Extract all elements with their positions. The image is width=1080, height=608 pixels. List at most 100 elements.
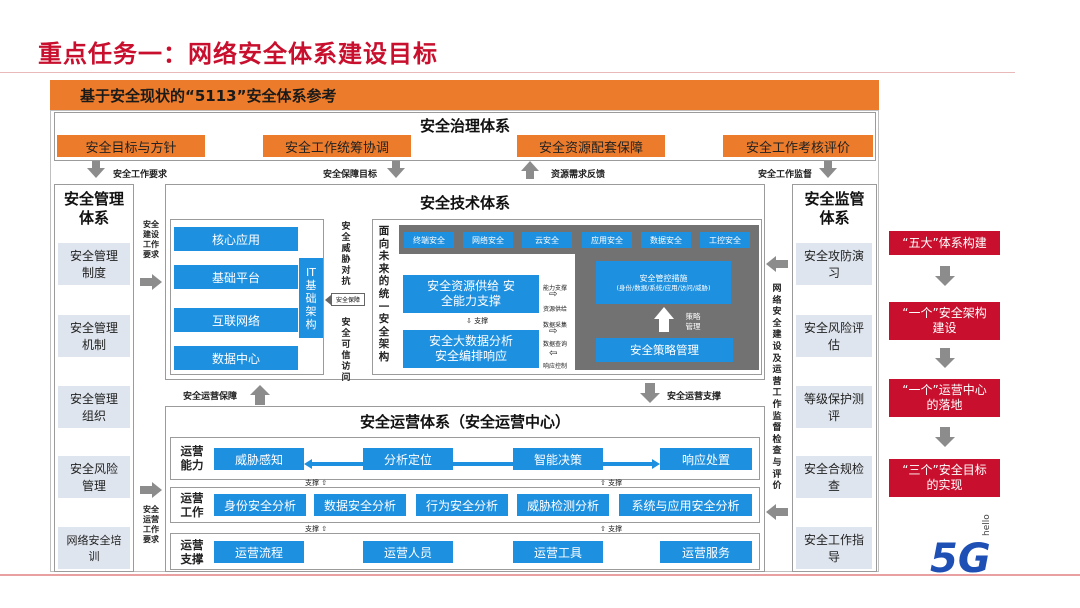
work-4: 威胁检测分析 [517,494,609,516]
work-3: 行为安全分析 [416,494,508,516]
it-item-4: 数据中心 [174,346,298,370]
support-1: 运营流程 [214,541,304,563]
domain-2: 网络安全 [463,232,513,248]
tech-title: 安全技术体系 [419,194,510,212]
arrow-right-icon [140,278,152,286]
arrow-left-icon [776,508,788,516]
governance-title: 安全治理体系 [419,117,510,135]
ops-row1-label: 运营能力 [180,444,204,472]
arrow-up-icon [521,161,539,171]
resource-supply: 安全资源供给 安全能力支撑 [403,275,539,313]
link-ability: 能力支撑 [543,285,568,292]
arrow-stem [645,383,655,393]
trusted-access-label: 安全可信访问 [341,318,351,383]
arrow-left-icon [766,504,776,520]
gov-arrow-label-3: 资源需求反馈 [551,170,606,180]
gov-arrow-label-1: 安全工作要求 [113,170,168,180]
arrow-right-icon: ⇨ [549,289,558,300]
arrow-left-icon: ⇦ [549,348,558,359]
domain-3: 云安全 [522,232,572,248]
goal-2: “一个”安全架构建设 [889,302,1000,340]
supervision-side-label: 网络安全建设及运营工作监督检查与评价 [772,284,782,492]
capability-2: 分析定位 [363,448,453,470]
arrow-left-icon [776,260,788,268]
threat-counter-label: 安全威胁对抗 [341,222,351,287]
arrow-stem [659,318,669,332]
title-divider [0,72,1015,73]
domain-1: 终端安全 [404,232,454,248]
arrow-stem [526,170,534,179]
mgmt-item-3: 安全管理组织 [58,386,130,428]
mgmt-item-2: 安全管理机制 [58,315,130,357]
support-arrow-3: 支撑 ⇧ [305,525,328,533]
unified-arch-label: 面向未来的统一安全架构 [378,225,390,363]
control-measures: 安全管控措施 (身份/数据/系统/应用/访问/威胁) [596,261,731,304]
arrow-up-icon [250,385,270,395]
bigdata-analysis: 安全大数据分析 安全编排响应 [403,330,539,368]
supervision-title: 安全监管体系 [804,190,865,227]
strategy-label: 策略管理 [685,312,701,331]
supply-support-arrow: ⇩ 支撑 [466,317,489,325]
capability-4: 响应处置 [660,448,752,470]
mgmt-item-4: 安全风险管理 [58,456,130,498]
strategy-management: 安全策略管理 [596,338,733,362]
arrow-stem [92,161,100,168]
arrow-down-icon [819,168,837,178]
mgmt-side-label-top: 安全建设工作要求 [143,220,159,259]
arrow-left-icon [325,295,331,305]
gov-item-1: 安全目标与方针 [57,135,205,157]
mgmt-item-5: 网络安全培训 [58,527,130,569]
work-1: 身份安全分析 [214,494,306,516]
gov-arrow-label-2: 安全保障目标 [323,170,378,180]
arrow-down-icon [935,276,955,286]
support-3: 运营工具 [513,541,603,563]
header-banner: 基于安全现状的“5113”安全体系参考 [50,80,879,110]
security-badge: 安全保障 [331,293,365,306]
support-4: 运营服务 [660,541,752,563]
arrow-down-icon [387,168,405,178]
domain-4: 应用安全 [582,232,632,248]
arrow-right-icon [152,482,162,498]
goal-3: “一个”运营中心的落地 [889,379,1000,417]
ops-guarantee-label: 安全运营保障 [183,392,238,402]
arrow-right-icon: ⇨ [549,326,558,337]
arrow-stem [940,266,950,276]
arrow-down-icon [640,393,660,403]
ops-row3-label: 运营支撑 [180,537,204,566]
arrow-up-icon [654,307,674,319]
gov-item-3: 安全资源配套保障 [517,135,665,157]
arrow-stem [255,395,265,405]
mgmt-side-label-bottom: 安全运营工作要求 [143,505,159,544]
work-2: 数据安全分析 [314,494,406,516]
it-item-3: 互联网络 [174,308,298,332]
it-item-2: 基础平台 [174,265,298,289]
sup-item-3: 等级保护测评 [796,386,872,428]
arrow-stem [940,427,950,437]
gov-item-4: 安全工作考核评价 [723,135,873,157]
ops-row2-label: 运营工作 [180,491,204,519]
arrow-stem [940,348,950,358]
capability-3: 智能决策 [513,448,603,470]
arrow-left-icon [766,256,776,272]
sup-item-5: 安全工作指导 [796,527,872,569]
arrow-down-icon [87,168,105,178]
domain-5: 数据安全 [641,232,691,248]
link-resource: 资源供给 [543,306,568,313]
sup-item-4: 安全合规检查 [796,456,872,498]
arrow-right-icon [152,274,162,290]
support-arrow-1: 支撑 ⇧ [305,479,328,487]
sup-item-1: 安全攻防演习 [796,243,872,285]
link-query: 数据查询 [543,341,568,348]
arrow-down-icon [935,358,955,368]
goal-1: “五大”体系构建 [889,231,1000,255]
arrow-right-icon [140,486,152,494]
management-title: 安全管理体系 [63,190,124,227]
support-2: 运营人员 [363,541,453,563]
page-title: 重点任务一：网络安全体系建设目标 [38,40,438,68]
gov-arrow-label-4: 安全工作监督 [758,170,813,180]
double-arrow-icon [304,454,660,469]
it-item-1: 核心应用 [174,227,298,251]
5g-logo: 5G hello [930,514,992,582]
link-response: 响应控制 [543,363,568,370]
capability-1: 威胁感知 [214,448,304,470]
